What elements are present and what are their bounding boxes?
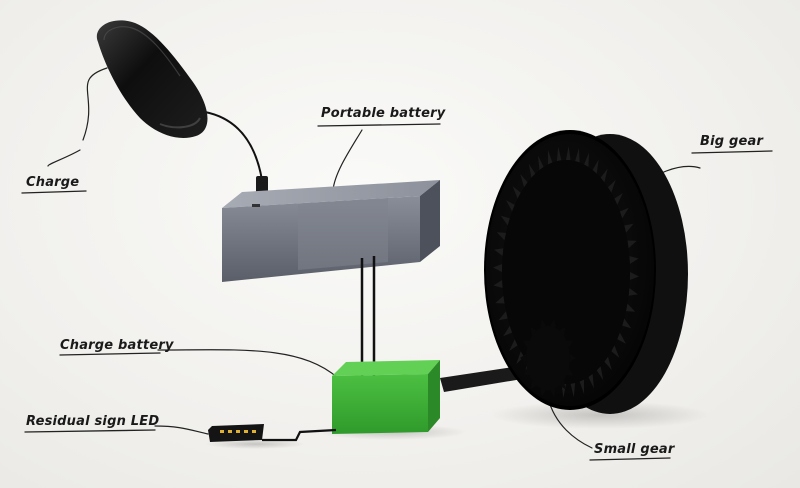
big-gear-underline (691, 150, 773, 154)
led-dot (228, 430, 232, 433)
residual-led-leader-line (154, 425, 209, 435)
gear-tooth (556, 146, 562, 162)
small-gear-tooth (530, 326, 537, 336)
gear-tooth (498, 311, 508, 321)
gear-tooth (622, 318, 632, 329)
small-gear-underline (589, 457, 671, 461)
label-big-gear: Big gear (700, 134, 764, 149)
gear-tooth (495, 295, 505, 304)
gear-tooth (617, 332, 626, 344)
label-portable-battery: Portable battery (321, 106, 446, 121)
gear-tooth (493, 279, 503, 288)
small-gear (520, 319, 576, 397)
small-gear-teeth (520, 319, 576, 397)
gear-tooth (600, 168, 608, 183)
gear-tooth (570, 382, 576, 398)
gear-tooth (584, 152, 590, 168)
small-gear-tooth (549, 387, 556, 397)
gear-tooth (596, 366, 604, 381)
gear-tooth (516, 351, 525, 365)
gear-tooth (579, 379, 585, 395)
gear-tooth (614, 192, 623, 205)
gear-shadow (490, 401, 710, 429)
small-gear-tooth (530, 380, 537, 390)
led-dot (236, 430, 240, 433)
small-gear-tooth (566, 367, 574, 376)
gear-tooth (520, 173, 528, 188)
charge-underline (21, 190, 87, 194)
label-residual-sign-led: Residual sign LED (26, 414, 160, 429)
gear-tooth (611, 345, 620, 358)
led-dot (244, 430, 248, 433)
small-gear-tooth (559, 326, 566, 336)
gear-tooth (500, 215, 510, 226)
gear-tooth (493, 264, 503, 272)
gear-tooth (503, 325, 513, 337)
label-charge-battery: Charge battery (60, 338, 174, 353)
big-gear (484, 130, 688, 414)
gear-tooth (588, 373, 594, 389)
led-shadow (205, 439, 305, 449)
gear-tooth (575, 148, 580, 163)
portable-battery-underline (317, 123, 441, 127)
gear-tooth (604, 356, 612, 371)
gear-tooth (627, 240, 637, 249)
small-gear-tooth (540, 387, 547, 397)
gear-tooth (628, 287, 638, 296)
led-indicators (220, 430, 256, 433)
portable-battery-leader-line (332, 129, 363, 191)
portable-battery (222, 180, 440, 282)
led-wire (262, 428, 337, 442)
led-dot (220, 430, 224, 433)
gear-tooth (619, 207, 629, 219)
gear-tooth (506, 200, 515, 212)
charge-device (96, 20, 208, 138)
gear-tooth (547, 149, 553, 165)
charge-leader-line (82, 67, 108, 141)
big-gear-teeth (493, 146, 639, 398)
small-gear-tooth (569, 353, 576, 363)
gear-tooth (607, 179, 616, 193)
residual-led-underline (24, 429, 156, 433)
gear-tooth (512, 186, 521, 199)
small-gear-tooth (522, 367, 530, 376)
gear-tooth (496, 232, 507, 241)
phone-charging-cable (204, 111, 263, 181)
small-gear-tooth (540, 319, 547, 329)
gear-tooth (566, 146, 571, 161)
charge-leader-line-tail (47, 149, 81, 167)
small-gear-tooth (520, 353, 527, 363)
charge-battery-underline (59, 352, 161, 356)
small-gear-tooth (522, 340, 530, 349)
small-gear-tooth (559, 380, 566, 390)
gear-tooth (629, 272, 639, 280)
gear-tooth (494, 248, 504, 257)
gear-tooth (624, 223, 634, 233)
led-dot (252, 430, 256, 433)
label-small-gear: Small gear (594, 442, 675, 457)
gear-tooth (509, 339, 518, 352)
charge-battery (332, 360, 440, 434)
gear-tooth (625, 303, 636, 312)
gear-tooth (528, 163, 536, 178)
label-charge: Charge (26, 175, 80, 190)
small-gear-tooth (549, 319, 556, 329)
charge-battery-leader-line (157, 349, 339, 379)
gear-tooth (629, 256, 639, 265)
gear-tooth (592, 159, 599, 174)
residual-sign-led (208, 424, 264, 442)
gear-tooth (538, 155, 544, 171)
small-gear-tooth (566, 340, 574, 349)
